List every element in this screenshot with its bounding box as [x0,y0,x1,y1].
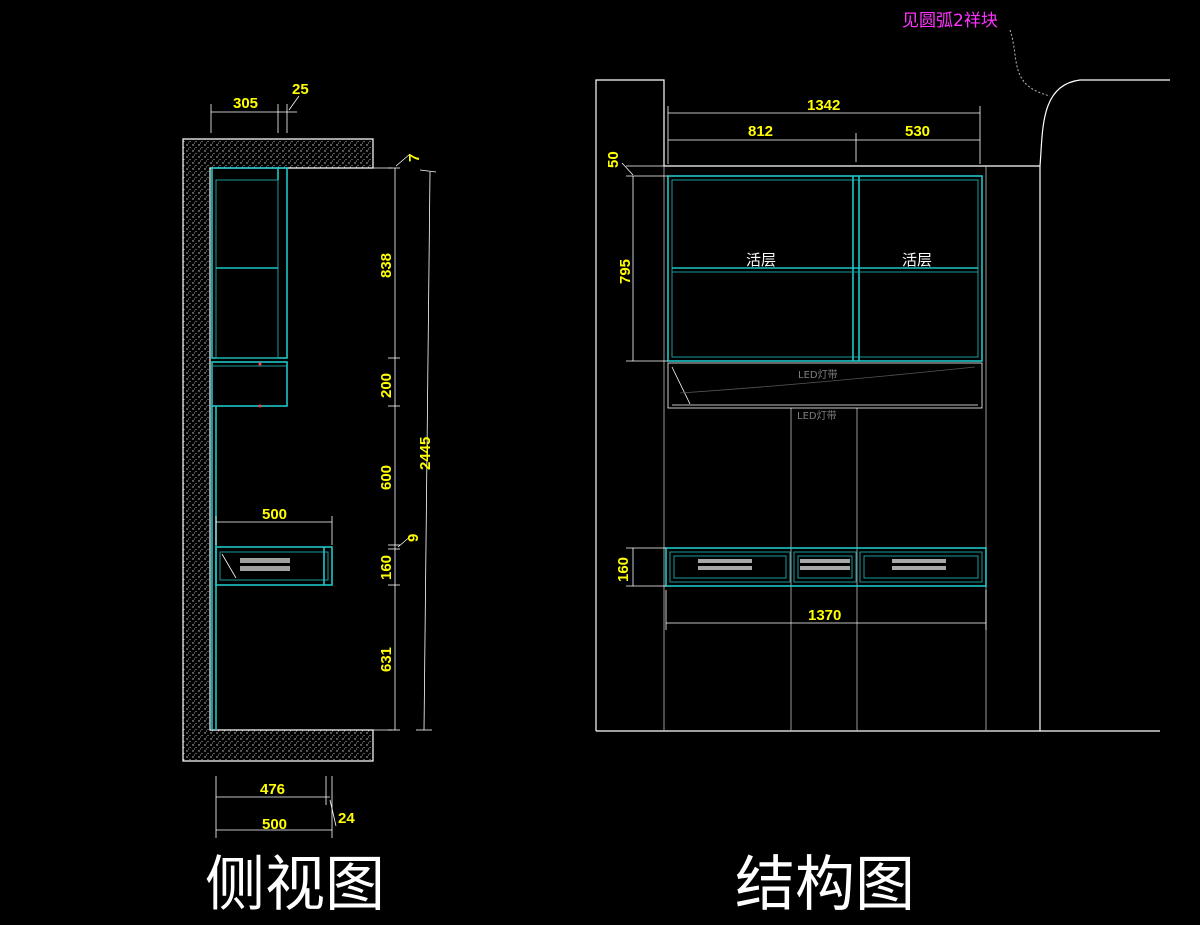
side-view: 305 25 838 200 600 160 631 7 2445 9 500 [182,81,437,838]
dim-530: 530 [905,123,930,140]
dim-200: 200 [378,373,395,398]
led-label-1: LED灯带 [798,369,838,381]
dim-160: 160 [378,555,395,580]
dim-24: 24 [338,810,355,827]
dim-1342: 1342 [807,97,840,114]
dim-9: 9 [405,534,422,542]
side-upper-cabinet [211,167,288,408]
upper-shelves: 活层 活层 [667,175,983,362]
wall-hatch [182,138,374,762]
dim-50: 50 [605,151,622,168]
side-drawer [215,546,333,586]
structure-outline [595,79,1170,731]
dim-500-bottom: 500 [262,816,287,833]
caption-side-view: 侧视图 [205,850,385,920]
dim-2445: 2445 [417,437,434,470]
drawer-row [665,547,987,587]
dim-305: 305 [233,95,258,112]
led-label-2: LED灯带 [797,410,837,422]
arc-reference-note: 见圆弧2祥块 [902,11,998,31]
dim-476: 476 [260,781,285,798]
dim-812: 812 [748,123,773,140]
dim-7: 7 [406,154,423,162]
dim-838: 838 [378,253,395,278]
structure-view: 见圆弧2祥块 活层 活层 LED灯带 LED灯带 [595,11,1170,732]
dim-160-structure: 160 [615,557,632,582]
dim-1370: 1370 [808,607,841,624]
shelf-label-right: 活层 [902,251,932,269]
caption-structure-view: 结构图 [735,850,915,920]
dim-500-mid: 500 [262,506,287,523]
dim-631: 631 [378,647,395,672]
dim-795: 795 [617,259,634,284]
dim-600: 600 [378,465,395,490]
dim-25: 25 [292,81,309,98]
shelf-label-left: 活层 [746,251,776,269]
